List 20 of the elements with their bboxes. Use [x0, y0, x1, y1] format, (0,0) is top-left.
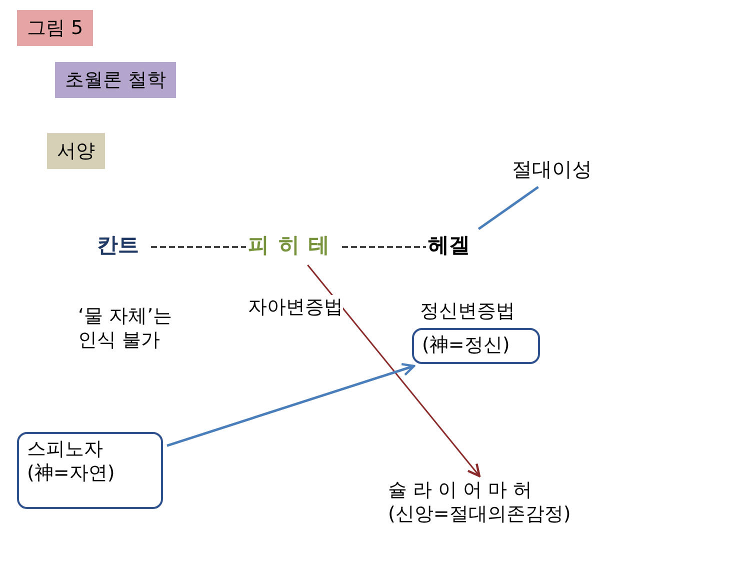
- category-tag: 서양: [47, 133, 105, 169]
- node-title: 스피노자: [27, 437, 103, 461]
- dashed-line: [342, 246, 426, 248]
- figure-number: 그림 5: [17, 10, 94, 46]
- connector-line: [478, 186, 539, 230]
- rounded-box: [17, 432, 163, 509]
- node-title: 정신변증법: [420, 299, 515, 323]
- arrow: [166, 363, 416, 447]
- arrow: [307, 264, 481, 478]
- heading-tag: 초월론 철학: [55, 62, 176, 98]
- node-title: 칸트: [97, 233, 139, 257]
- node-subtitle: (신앙=절대의존감정): [388, 502, 571, 526]
- node-title: 절대이성: [512, 157, 592, 181]
- node-subtitle: (神=자연): [27, 461, 115, 485]
- node-title: 피 히 테: [248, 233, 331, 257]
- node-subtitle: (神=정신): [422, 333, 510, 357]
- side-note: 자아변증법: [248, 295, 343, 319]
- node-title: 헤겔: [428, 233, 470, 257]
- dashed-line: [151, 246, 246, 248]
- node-title: 슐 라 이 어 마 허: [388, 478, 532, 502]
